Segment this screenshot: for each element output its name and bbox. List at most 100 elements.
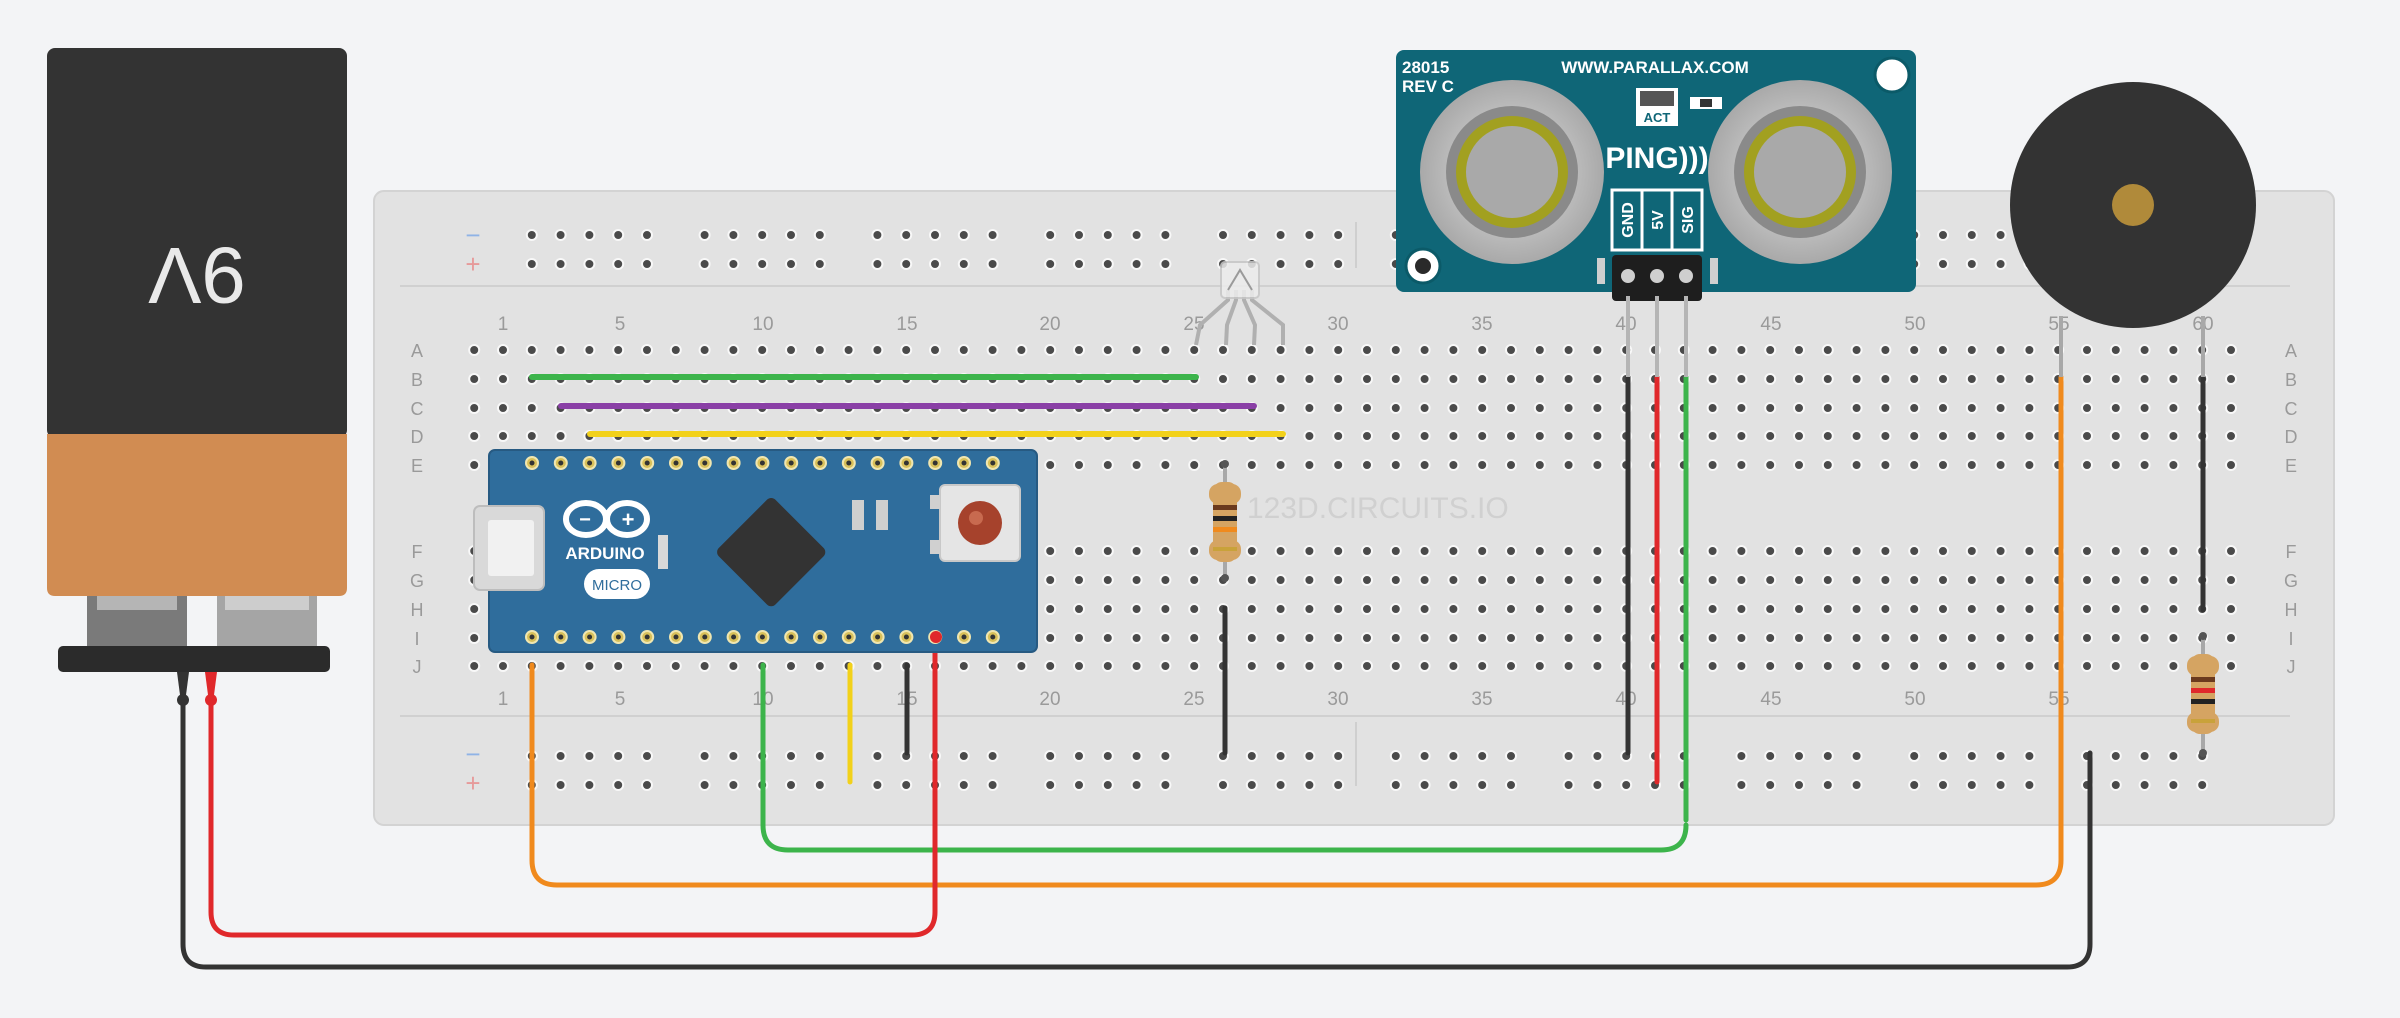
breadboard-hole[interactable] <box>1591 750 1604 762</box>
breadboard-hole[interactable] <box>2225 545 2237 557</box>
breadboard-hole[interactable] <box>1793 750 1805 762</box>
breadboard-hole[interactable] <box>1159 545 1172 557</box>
breadboard-hole[interactable] <box>1476 459 1489 471</box>
breadboard-hole[interactable] <box>1850 603 1863 615</box>
breadboard-hole[interactable] <box>1476 632 1489 644</box>
breadboard-hole[interactable] <box>1476 545 1489 557</box>
breadboard-hole[interactable] <box>756 229 769 241</box>
breadboard-hole[interactable] <box>497 344 509 356</box>
breadboard-hole[interactable] <box>2225 373 2237 385</box>
breadboard-hole[interactable] <box>1937 258 1949 270</box>
breadboard-hole[interactable] <box>1994 545 2007 557</box>
breadboard-hole[interactable] <box>641 344 653 356</box>
breadboard-hole[interactable] <box>2109 344 2122 356</box>
breadboard-hole[interactable] <box>1073 779 1085 791</box>
arduino-reset-button[interactable] <box>939 484 1021 562</box>
breadboard-hole[interactable] <box>1965 660 1978 672</box>
breadboard-hole[interactable] <box>2225 344 2237 356</box>
piezo-buzzer[interactable] <box>2010 82 2256 377</box>
breadboard-hole[interactable] <box>1994 344 2007 356</box>
breadboard-hole[interactable] <box>2138 402 2151 414</box>
breadboard-hole[interactable] <box>2023 574 2036 586</box>
breadboard-hole[interactable] <box>1562 779 1575 791</box>
breadboard-hole[interactable] <box>2081 430 2093 442</box>
breadboard-hole[interactable] <box>612 258 625 270</box>
breadboard-hole[interactable] <box>1159 344 1172 356</box>
breadboard-hole[interactable] <box>1764 574 1777 586</box>
breadboard-hole[interactable] <box>1245 750 1258 762</box>
breadboard-hole[interactable] <box>1965 750 1978 762</box>
breadboard-hole[interactable] <box>1937 574 1949 586</box>
breadboard-hole[interactable] <box>2109 632 2122 644</box>
breadboard-hole[interactable] <box>813 229 826 241</box>
breadboard-hole[interactable] <box>1591 459 1604 471</box>
breadboard-hole[interactable] <box>2109 750 2122 762</box>
breadboard-hole[interactable] <box>1303 402 1316 414</box>
breadboard-hole[interactable] <box>1533 402 1546 414</box>
breadboard-hole[interactable] <box>698 258 711 270</box>
resistor[interactable] <box>2187 632 2219 757</box>
breadboard-hole[interactable] <box>1447 660 1460 672</box>
breadboard-hole[interactable] <box>900 229 913 241</box>
breadboard-hole[interactable] <box>1044 660 1057 672</box>
breadboard-hole[interactable] <box>1591 779 1604 791</box>
breadboard-hole[interactable] <box>468 632 481 644</box>
breadboard-hole[interactable] <box>669 660 682 672</box>
breadboard-hole[interactable] <box>1764 750 1777 762</box>
breadboard-hole[interactable] <box>1937 545 1949 557</box>
breadboard-hole[interactable] <box>554 258 567 270</box>
breadboard-hole[interactable] <box>1332 430 1345 442</box>
breadboard-hole[interactable] <box>1908 545 1921 557</box>
breadboard-hole[interactable] <box>1706 430 1719 442</box>
breadboard-hole[interactable] <box>1591 660 1604 672</box>
breadboard-hole[interactable] <box>2109 459 2122 471</box>
breadboard-hole[interactable] <box>1793 430 1805 442</box>
breadboard-hole[interactable] <box>1303 258 1316 270</box>
breadboard-hole[interactable] <box>1361 430 1373 442</box>
breadboard-hole[interactable] <box>1793 373 1805 385</box>
breadboard-hole[interactable] <box>1764 660 1777 672</box>
breadboard-hole[interactable] <box>2109 574 2122 586</box>
breadboard-hole[interactable] <box>2081 632 2093 644</box>
breadboard-hole[interactable] <box>1908 603 1921 615</box>
breadboard-hole[interactable] <box>1562 632 1575 644</box>
breadboard-hole[interactable] <box>1821 660 1834 672</box>
breadboard-hole[interactable] <box>1015 660 1028 672</box>
breadboard-hole[interactable] <box>1101 603 1114 615</box>
breadboard-hole[interactable] <box>1159 750 1172 762</box>
breadboard-hole[interactable] <box>1965 258 1978 270</box>
breadboard-hole[interactable] <box>1274 779 1287 791</box>
breadboard-hole[interactable] <box>468 373 481 385</box>
breadboard-hole[interactable] <box>2225 574 2237 586</box>
breadboard-hole[interactable] <box>612 660 625 672</box>
breadboard-hole[interactable] <box>2109 373 2122 385</box>
breadboard-hole[interactable] <box>641 779 653 791</box>
breadboard-hole[interactable] <box>1965 373 1978 385</box>
breadboard-hole[interactable] <box>1965 344 1978 356</box>
breadboard-hole[interactable] <box>1044 229 1057 241</box>
breadboard-hole[interactable] <box>1476 402 1489 414</box>
breadboard-hole[interactable] <box>1994 750 2007 762</box>
breadboard-hole[interactable] <box>2109 545 2122 557</box>
breadboard-hole[interactable] <box>2081 459 2093 471</box>
breadboard-hole[interactable] <box>1850 750 1863 762</box>
breadboard-hole[interactable] <box>1533 545 1546 557</box>
breadboard-hole[interactable] <box>1821 373 1834 385</box>
breadboard-hole[interactable] <box>1073 344 1085 356</box>
breadboard-hole[interactable] <box>1073 632 1085 644</box>
breadboard-hole[interactable] <box>1361 660 1373 672</box>
board-wires[interactable] <box>529 374 2206 823</box>
breadboard-hole[interactable] <box>1159 459 1172 471</box>
breadboard-hole[interactable] <box>871 229 884 241</box>
breadboard-hole[interactable] <box>1735 459 1748 471</box>
breadboard-hole[interactable] <box>583 779 596 791</box>
breadboard-hole[interactable] <box>1764 373 1777 385</box>
breadboard-hole[interactable] <box>1706 545 1719 557</box>
breadboard-hole[interactable] <box>1274 459 1287 471</box>
breadboard-hole[interactable] <box>1245 373 1258 385</box>
breadboard-hole[interactable] <box>1505 430 1517 442</box>
breadboard-hole[interactable] <box>2138 430 2151 442</box>
breadboard-hole[interactable] <box>1533 344 1546 356</box>
breadboard-hole[interactable] <box>1447 373 1460 385</box>
breadboard-hole[interactable] <box>1245 459 1258 471</box>
